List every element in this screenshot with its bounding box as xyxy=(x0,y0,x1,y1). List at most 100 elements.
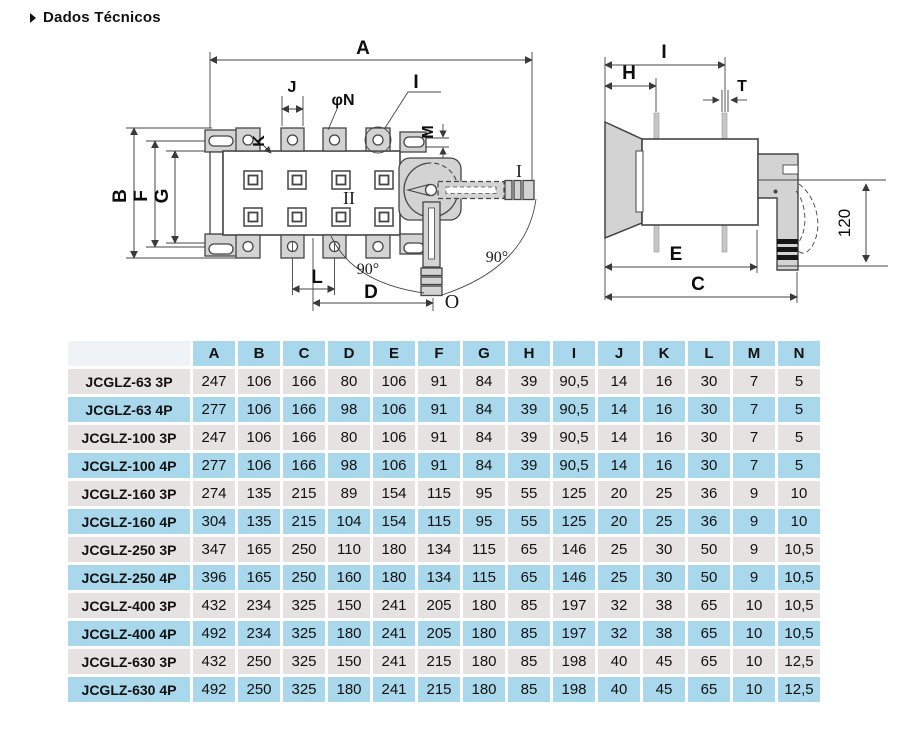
side-view-diagram: I H T xyxy=(604,42,888,303)
dim-label-g: G xyxy=(152,189,173,204)
dim-label-d: D xyxy=(364,282,378,303)
dim-label-t: T xyxy=(737,78,747,95)
column-header-b: B xyxy=(238,341,280,366)
value-cell: 45 xyxy=(643,649,685,674)
column-header-f: F xyxy=(418,341,460,366)
value-cell: 30 xyxy=(688,369,730,394)
value-cell: 274 xyxy=(193,481,235,506)
value-cell: 197 xyxy=(553,593,595,618)
value-cell: 36 xyxy=(688,509,730,534)
value-cell: 10 xyxy=(778,509,820,534)
handle-shaft xyxy=(424,183,438,197)
value-cell: 180 xyxy=(463,677,505,702)
value-cell: 215 xyxy=(418,649,460,674)
value-cell: 115 xyxy=(418,481,460,506)
value-cell: 180 xyxy=(373,537,415,562)
value-cell: 325 xyxy=(283,621,325,646)
value-cell: 5 xyxy=(778,453,820,478)
value-cell: 7 xyxy=(733,369,775,394)
value-cell: 106 xyxy=(373,369,415,394)
value-cell: 95 xyxy=(463,481,505,506)
dim-label-m: M xyxy=(420,125,437,138)
value-cell: 5 xyxy=(778,397,820,422)
row-label: JCGLZ-400 3P xyxy=(68,593,190,618)
column-header-g: G xyxy=(463,341,505,366)
value-cell: 9 xyxy=(733,481,775,506)
value-cell: 50 xyxy=(688,565,730,590)
value-cell: 154 xyxy=(373,509,415,534)
value-cell: 32 xyxy=(598,621,640,646)
value-cell: 9 xyxy=(733,509,775,534)
column-header-k: K xyxy=(643,341,685,366)
value-cell: 38 xyxy=(643,621,685,646)
value-cell: 30 xyxy=(688,453,730,478)
position-label-i: I xyxy=(516,161,522,181)
value-cell: 10,5 xyxy=(778,621,820,646)
dim-label-j: J xyxy=(288,79,297,96)
value-cell: 106 xyxy=(373,453,415,478)
value-cell: 55 xyxy=(508,481,550,506)
handle-position-off xyxy=(420,201,443,297)
value-cell: 25 xyxy=(598,565,640,590)
value-cell: 39 xyxy=(508,425,550,450)
column-header-m: M xyxy=(733,341,775,366)
value-cell: 205 xyxy=(418,593,460,618)
bracket-slot-bottom xyxy=(208,243,234,255)
value-cell: 85 xyxy=(508,593,550,618)
handle-pivot-dot xyxy=(773,189,778,194)
row-label: JCGLZ-630 4P xyxy=(68,677,190,702)
handle-swing-outline xyxy=(795,183,819,254)
value-cell: 115 xyxy=(418,509,460,534)
value-cell: 80 xyxy=(328,369,370,394)
value-cell: 215 xyxy=(283,509,325,534)
dim-label-i-front: I xyxy=(413,72,418,93)
handle-position-on xyxy=(437,179,535,201)
value-cell: 65 xyxy=(508,537,550,562)
value-cell: 25 xyxy=(598,537,640,562)
value-cell: 115 xyxy=(463,565,505,590)
row-label: JCGLZ-63 4P xyxy=(68,397,190,422)
value-cell: 89 xyxy=(328,481,370,506)
value-cell: 90,5 xyxy=(553,369,595,394)
value-cell: 135 xyxy=(238,481,280,506)
value-cell: 10 xyxy=(733,649,775,674)
value-cell: 20 xyxy=(598,481,640,506)
row-label: JCGLZ-100 3P xyxy=(68,425,190,450)
value-cell: 250 xyxy=(283,565,325,590)
row-label: JCGLZ-100 4P xyxy=(68,453,190,478)
value-cell: 135 xyxy=(238,509,280,534)
value-cell: 146 xyxy=(553,537,595,562)
value-cell: 234 xyxy=(238,593,280,618)
bracket-rail xyxy=(209,151,224,235)
position-label-ii: II xyxy=(343,188,355,208)
value-cell: 84 xyxy=(463,425,505,450)
dim-label-f: F xyxy=(131,190,152,202)
value-cell: 10,5 xyxy=(778,537,820,562)
value-cell: 325 xyxy=(283,677,325,702)
value-cell: 134 xyxy=(418,565,460,590)
contact-windows xyxy=(243,170,394,227)
table-corner-cell xyxy=(68,341,190,366)
value-cell: 39 xyxy=(508,453,550,478)
column-header-a: A xyxy=(193,341,235,366)
dim-label-120: 120 xyxy=(835,209,854,237)
value-cell: 65 xyxy=(508,565,550,590)
value-cell: 180 xyxy=(373,565,415,590)
value-cell: 85 xyxy=(508,649,550,674)
value-cell: 9 xyxy=(733,565,775,590)
value-cell: 165 xyxy=(238,565,280,590)
section-title: Dados Técnicos xyxy=(30,9,161,26)
value-cell: 5 xyxy=(778,425,820,450)
